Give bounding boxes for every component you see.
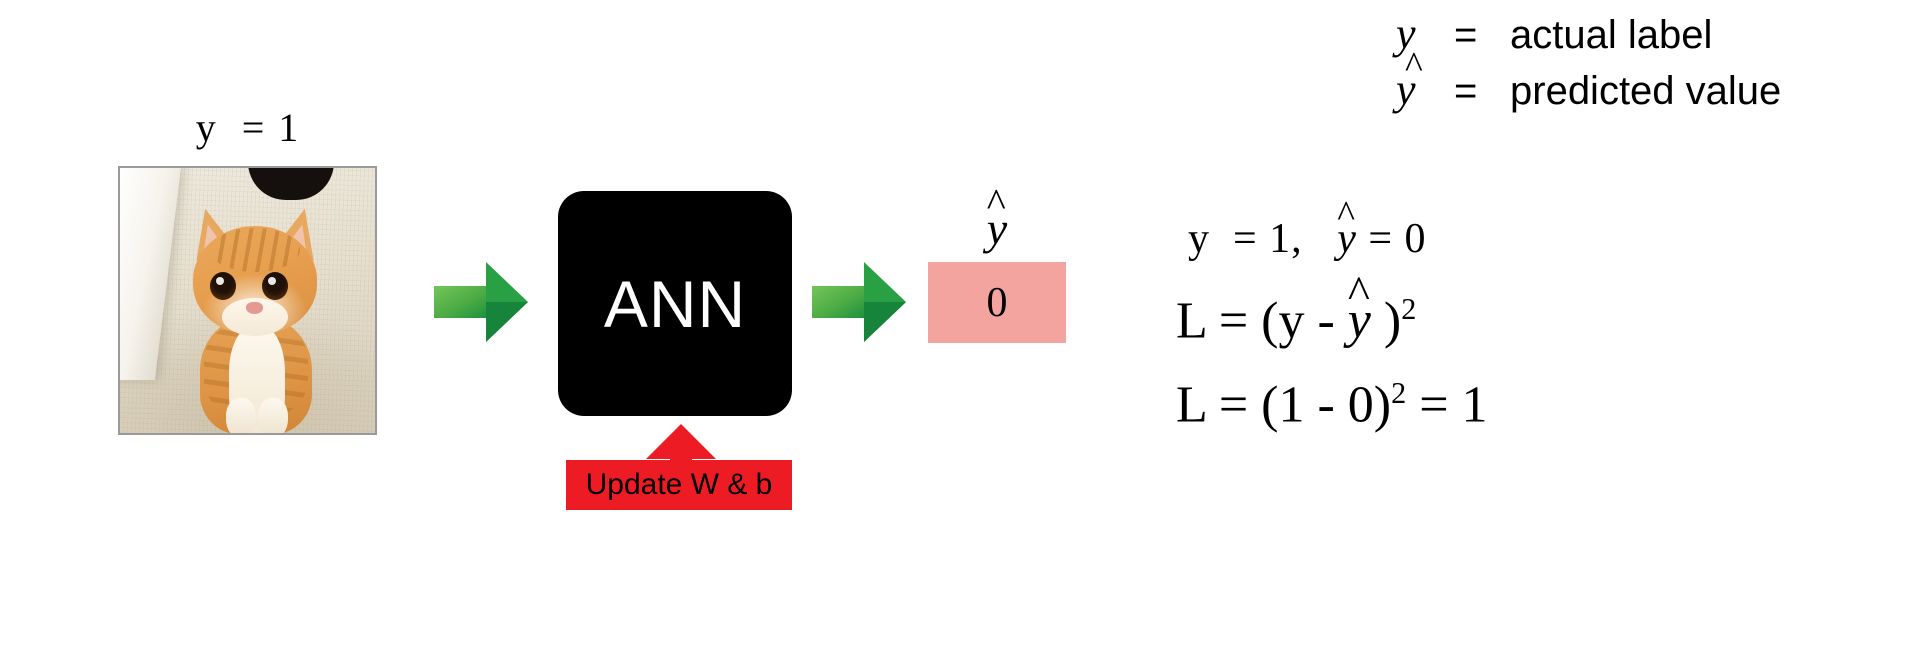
kitten-head-stripes <box>210 228 300 272</box>
eq1-suffix: = 0 <box>1356 216 1427 262</box>
prediction-value-box: 0 <box>928 262 1066 343</box>
equation-values: y = 1, y = 0 <box>1188 218 1427 260</box>
equation-loss-result: L = (1 - 0)2 = 1 <box>1176 378 1488 431</box>
kitten-nose <box>246 302 263 314</box>
legend: y = actual label y = predicted value <box>1396 8 1896 120</box>
input-image-kitten <box>120 168 375 433</box>
input-image-frame <box>118 166 377 435</box>
eq3-exponent: 2 <box>1391 376 1407 410</box>
kitten-paw-left <box>226 398 256 433</box>
kitten-paw-right <box>258 398 288 433</box>
model-to-output-arrow-icon <box>812 262 906 342</box>
kitten-eye-left <box>210 272 236 300</box>
ann-label: ANN <box>603 266 747 341</box>
legend-row-actual: y = actual label <box>1396 8 1896 64</box>
input-label: y = 1 <box>195 105 301 150</box>
arrow-head-shade <box>864 302 906 342</box>
legend-description-predicted: predicted value <box>1510 69 1782 113</box>
y-hat-symbol: y <box>987 206 1007 252</box>
legend-row-predicted: y = predicted value <box>1396 44 1896 120</box>
eq1-prefix: y = 1, <box>1188 216 1338 262</box>
arrow-shaft <box>812 286 868 318</box>
input-to-model-arrow-icon <box>434 262 528 342</box>
arrow-head <box>646 424 716 459</box>
ann-model-box: ANN <box>558 191 792 416</box>
legend-equals: = <box>1454 69 1478 113</box>
update-weights-box: Update W & b <box>566 460 792 510</box>
legend-symbol-y-hat: y <box>1396 44 1454 115</box>
legend-description-actual: actual label <box>1510 13 1713 57</box>
legend-equals: = <box>1454 13 1478 57</box>
eq2-exponent: 2 <box>1401 292 1417 326</box>
update-label: Update W & b <box>585 468 773 501</box>
arrow-head-shade <box>486 302 528 342</box>
eq2-y-hat: y <box>1348 295 1371 347</box>
eq1-y-hat: y <box>1337 218 1357 260</box>
kitten-eye-right <box>262 272 288 300</box>
eq2-prefix: L = (y - <box>1176 292 1348 350</box>
equation-loss-formula: L = (y - y )2 <box>1176 294 1416 347</box>
eq2-suffix: ) <box>1370 292 1402 350</box>
eq3-suffix: = 1 <box>1406 376 1488 434</box>
kitten-figure <box>180 202 330 433</box>
eq3-prefix: L = (1 - 0) <box>1176 376 1392 434</box>
prediction-symbol-label: y <box>928 206 1066 252</box>
prediction-value: 0 <box>986 279 1008 326</box>
arrow-shaft <box>434 286 490 318</box>
